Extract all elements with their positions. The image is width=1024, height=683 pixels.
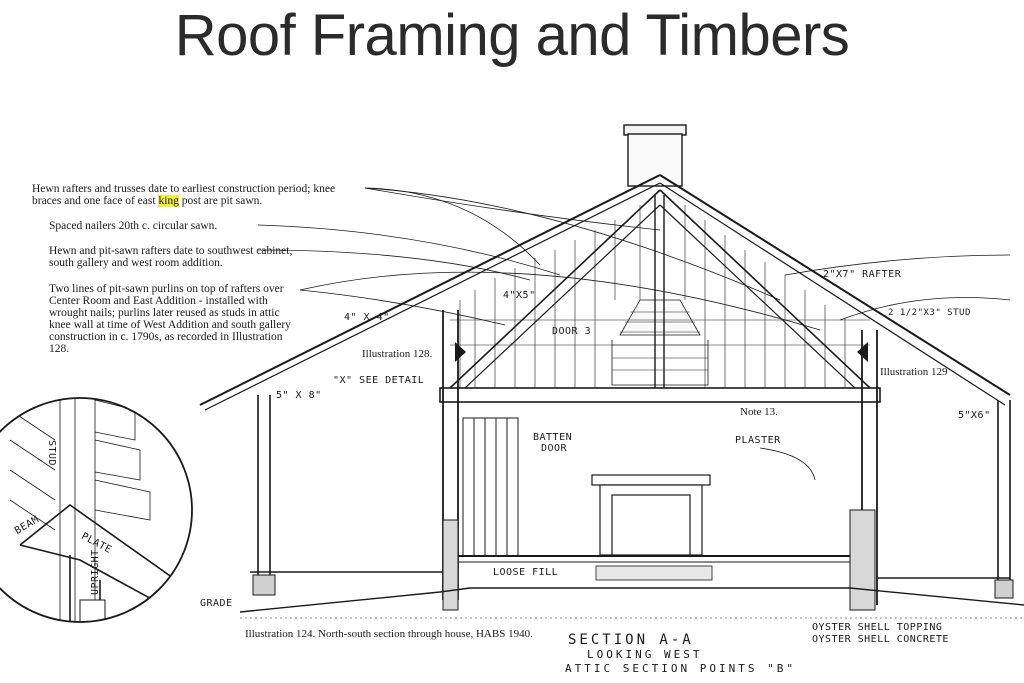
label-grade: GRADE bbox=[200, 598, 233, 609]
label-stud: 2 1/2"X3" STUD bbox=[888, 308, 971, 318]
section-title: SECTION A-A bbox=[568, 632, 694, 648]
note-text: braces and one face of east bbox=[32, 195, 159, 207]
label-plaster: PLASTER bbox=[735, 435, 781, 446]
floor bbox=[250, 555, 1010, 581]
ceiling-beam bbox=[439, 387, 881, 403]
leader-lines bbox=[257, 187, 1011, 481]
note-hewn-rafters: Hewn rafters and trusses date to earlies… bbox=[32, 183, 377, 207]
detail-label-stud: STUD bbox=[46, 440, 57, 467]
piers bbox=[252, 509, 1014, 611]
section-looking: LOOKING WEST bbox=[587, 648, 703, 661]
section-markers bbox=[455, 342, 868, 362]
label-note13: Note 13. bbox=[740, 406, 778, 418]
figure-caption: Illustration 124. North-south section th… bbox=[245, 628, 533, 640]
slide-title: Roof Framing and Timbers bbox=[174, 3, 850, 68]
label-oyster-concrete: OYSTER SHELL CONCRETE bbox=[812, 634, 949, 645]
note-purlins: Two lines of pit-sawn purlins on top of … bbox=[49, 283, 329, 355]
note-text: knee wall at time of West Addition and s… bbox=[49, 319, 291, 331]
chimney bbox=[611, 124, 709, 386]
note-text: Two lines of pit-sawn purlins on top of … bbox=[49, 283, 284, 295]
note-text: 128. bbox=[49, 343, 70, 355]
label-illus128: Illustration 128. bbox=[362, 348, 433, 360]
note-text: post are pit sawn. bbox=[178, 195, 263, 207]
label-see-detail: "X" SEE DETAIL bbox=[333, 375, 425, 386]
label-4x4: 4" X 4" bbox=[344, 312, 390, 323]
note-text: Center Room and East Addition - installe… bbox=[49, 295, 268, 307]
label-door3: DOOR 3 bbox=[552, 326, 592, 337]
note-text: Hewn rafters and trusses date to earlies… bbox=[32, 183, 336, 195]
detail-x bbox=[0, 397, 193, 623]
label-5x8: 5" X 8" bbox=[276, 390, 322, 401]
batten-door bbox=[462, 417, 519, 557]
label-illus129: Illustration 129 bbox=[880, 366, 948, 378]
ground bbox=[239, 587, 1024, 619]
label-batten: BATTEN bbox=[533, 432, 573, 443]
detail-label-upright: UPRIGHT bbox=[90, 549, 101, 595]
note-spaced-nailers: Spaced nailers 20th c. circular sawn. bbox=[49, 220, 218, 232]
note-text: Hewn and pit-sawn rafters date to southw… bbox=[49, 245, 293, 257]
label-rafter: 2"X7" RAFTER bbox=[823, 269, 902, 280]
label-4x5: 4"X5" bbox=[503, 290, 536, 301]
label-5x6: 5"X6" bbox=[958, 410, 991, 421]
note-text: wrought nails; purlins later reused as s… bbox=[49, 307, 280, 319]
highlighted-word: king bbox=[158, 195, 179, 207]
section-attic: ATTIC SECTION POINTS "B" bbox=[565, 662, 796, 675]
note-pit-sawn: Hewn and pit-sawn rafters date to southw… bbox=[49, 245, 349, 269]
label-loose-fill: LOOSE FILL bbox=[493, 567, 559, 578]
note-text: south gallery and west room addition. bbox=[49, 257, 223, 269]
label-oyster-topping: OYSTER SHELL TOPPING bbox=[812, 622, 943, 633]
note-text: construction in c. 1790s, as recorded in… bbox=[49, 331, 283, 343]
fireplace bbox=[591, 474, 711, 556]
label-batten-door: DOOR bbox=[541, 443, 568, 454]
